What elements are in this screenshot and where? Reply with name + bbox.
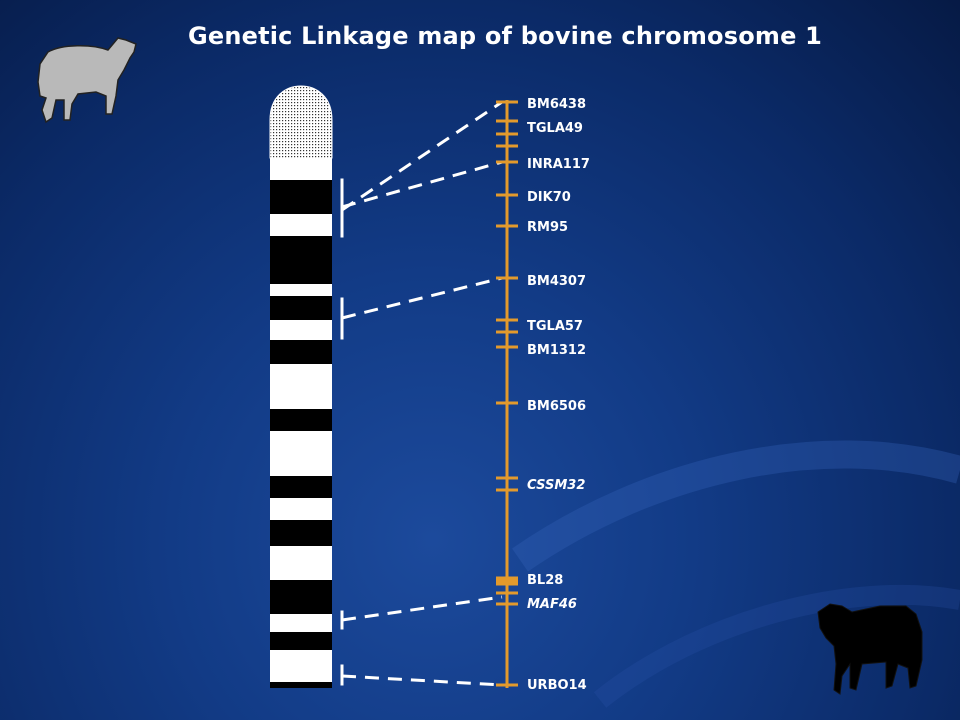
marker-label-tgla49: TGLA49 [527,121,583,136]
chromosome-band [270,320,332,340]
marker-label-bm1312: BM1312 [527,343,586,358]
marker-label-bl28: BL28 [527,573,563,588]
chromosome-band [270,340,332,364]
connector-urbo14 [341,674,503,687]
chromosome-band [270,520,332,546]
chromosome-band [270,546,332,580]
chromosome-band [270,476,332,498]
connector-bm6438 [341,100,503,212]
marker-label-inra117: INRA117 [527,157,590,172]
page-title: Genetic Linkage map of bovine chromosome… [187,22,823,50]
dashed-connectors [341,100,503,687]
chromosome-band [270,632,332,650]
chromosome-band [270,614,332,632]
marker-label-rm95: RM95 [527,220,568,235]
chromosome-band [270,682,332,688]
chromosome-band [270,214,332,236]
chromosome-band [270,650,332,682]
chromosome-band [270,296,332,320]
zebu-cow-silhouette-icon [37,37,137,124]
chromosome-band [270,409,332,431]
chromosome-band [270,158,332,180]
connector-bm4307 [341,276,503,320]
chromosome-band [270,498,332,520]
black-bull-silhouette-icon [817,603,923,695]
chromosome-band [270,180,332,214]
chromosome-band [270,364,332,409]
marker-label-bm4307: BM4307 [527,274,586,289]
marker-label-bm6438: BM6438 [527,97,586,112]
marker-label-tgla57: TGLA57 [527,319,583,334]
marker-ticks [496,100,518,687]
chromosome-telomere-cap [269,85,333,159]
marker-label-dik70: DIK70 [527,190,571,205]
marker-labels: BM6438 TGLA49 INRA117 DIK70 RM95 BM4307 … [527,97,590,693]
chromosome-band [270,284,332,296]
chromosome-band [270,431,332,476]
connector-inra117 [341,160,503,209]
connector-maf46 [341,595,503,622]
marker-label-maf46: MAF46 [527,597,577,612]
marker-label-cssm32: CSSM32 [527,478,585,493]
chromosome-ideogram [269,85,333,688]
marker-label-urbo14: URBO14 [527,678,587,693]
marker-label-bm6506: BM6506 [527,399,586,414]
chromosome-band [270,236,332,284]
chromosome-band [270,580,332,614]
